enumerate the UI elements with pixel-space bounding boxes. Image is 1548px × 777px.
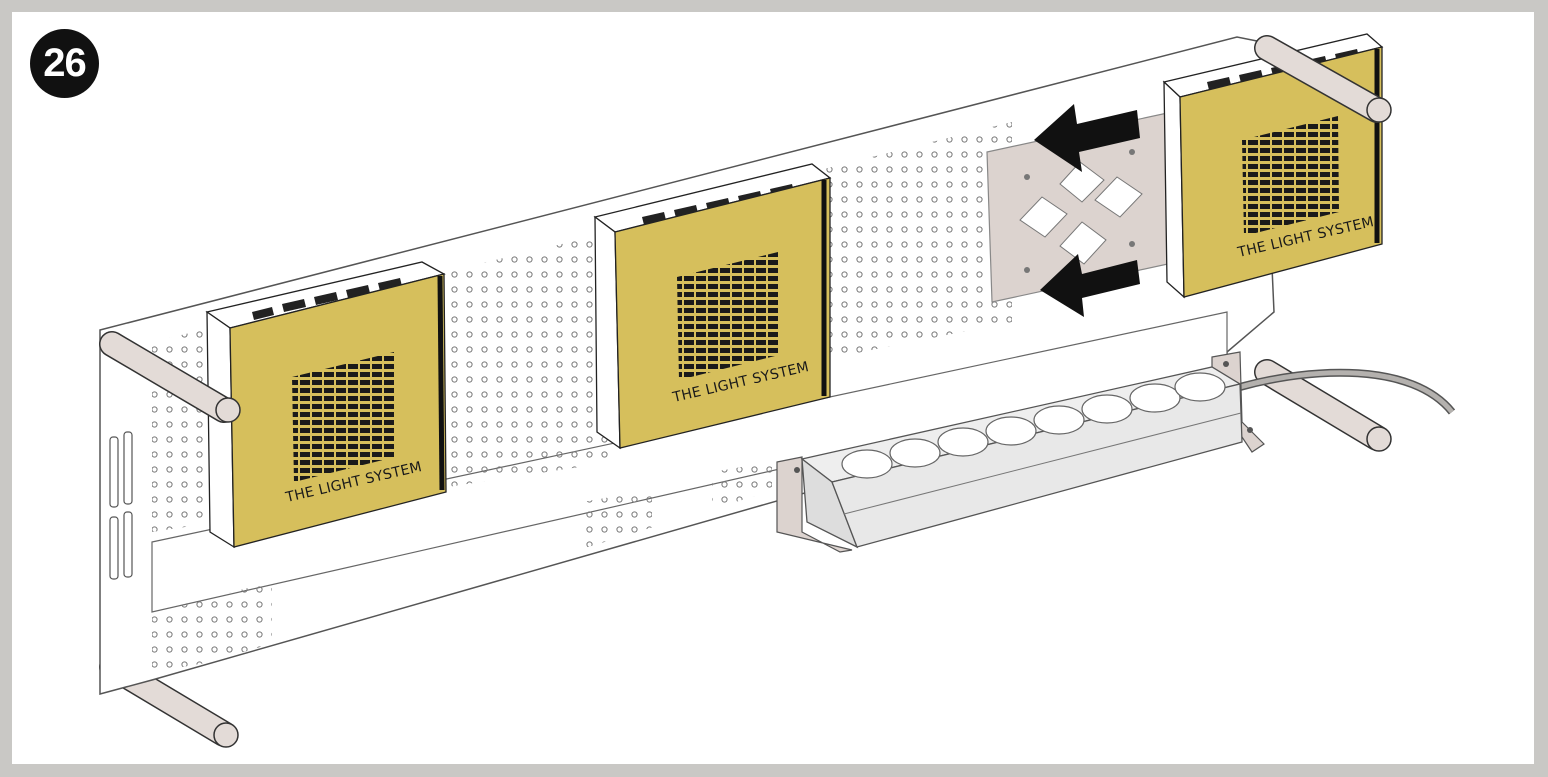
arrow-icon xyxy=(1034,104,1140,172)
step-number-badge: 26 xyxy=(30,29,99,98)
grow-light-middle: THE LIGHT SYSTEM xyxy=(593,163,832,450)
grow-light-left: THE LIGHT SYSTEM xyxy=(205,261,447,549)
instruction-frame: THE LIGHT SYSTEM THE LIGHT SYSTEM xyxy=(12,12,1534,764)
rod-top-left xyxy=(99,331,241,423)
arrow-icon xyxy=(1040,254,1140,317)
rod-bottom-right xyxy=(1254,359,1392,452)
rod-top-right xyxy=(1254,35,1392,123)
bracket-pads xyxy=(1019,161,1143,265)
assembly-illustration: THE LIGHT SYSTEM THE LIGHT SYSTEM xyxy=(99,33,1456,748)
power-strip xyxy=(776,351,1265,553)
